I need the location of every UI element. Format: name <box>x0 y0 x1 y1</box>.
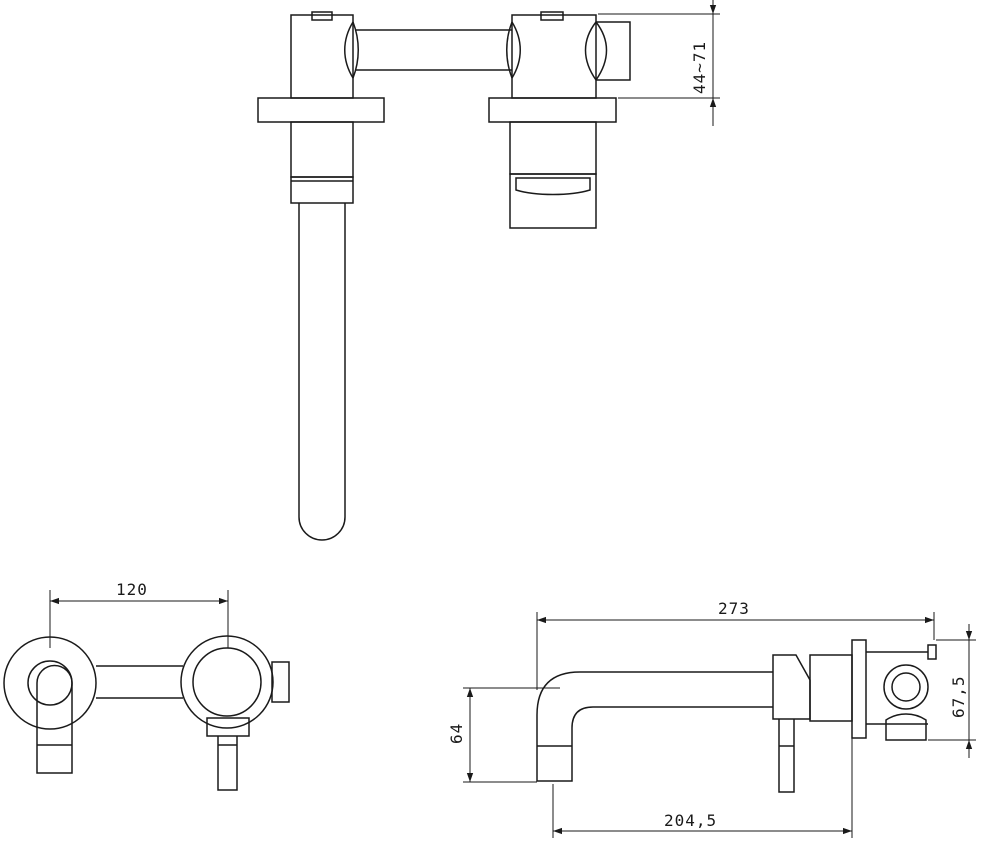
label-spout-projection: 204,5 <box>664 811 717 830</box>
connecting-pipe-front <box>96 665 183 699</box>
label-body-height: 67,5 <box>949 675 968 718</box>
label-spout-height: 64 <box>447 723 466 744</box>
dimension-body-height: 67,5 <box>928 624 976 758</box>
spout-side <box>536 671 773 782</box>
dimension-overall-length: 273 <box>536 599 935 690</box>
connecting-pipe-top <box>344 21 521 79</box>
dimension-spout-projection: 204,5 <box>552 738 853 838</box>
mixer-rosette-front <box>180 635 290 791</box>
side-view: 273 64 <box>447 599 976 838</box>
handle-side <box>772 654 811 793</box>
label-overall-length: 273 <box>718 599 750 618</box>
spout-body-top <box>257 11 385 541</box>
dimension-spout-height: 64 <box>447 687 560 783</box>
dimension-spacing: 120 <box>49 580 229 648</box>
dimension-height-range: 44~71 <box>598 0 720 126</box>
front-view: 120 <box>3 580 290 791</box>
label-height-range: 44~71 <box>690 41 709 94</box>
mixer-body-top <box>488 11 631 229</box>
mixer-body-side <box>809 639 937 741</box>
label-spacing: 120 <box>116 580 148 599</box>
top-view: 44~71 <box>257 0 720 541</box>
spout-rosette-front <box>3 636 97 774</box>
